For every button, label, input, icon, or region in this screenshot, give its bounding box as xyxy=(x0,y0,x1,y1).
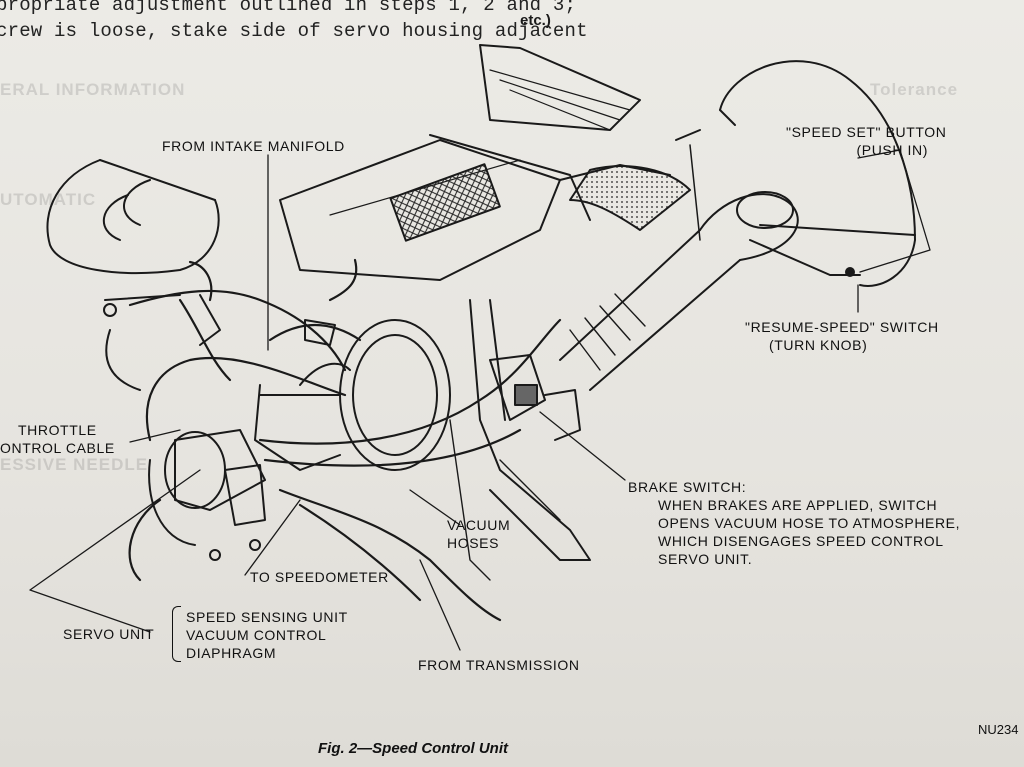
brake-switch xyxy=(489,354,581,441)
bleed-through-text: ERAL INFORMATION xyxy=(0,80,186,99)
steering-wheel xyxy=(719,60,916,287)
bleed-through-text: UTOMATIC xyxy=(0,190,97,209)
label-brake-line3: WHICH DISENGAGES SPEED CONTROL xyxy=(658,533,944,549)
label-servo-part-2: VACUUM CONTROL xyxy=(186,627,327,643)
header-right-fragment: etc.) xyxy=(520,12,551,29)
label-resume-line1: "RESUME-SPEED" SWITCH xyxy=(745,319,939,335)
header-line-2: crew is loose, stake side of servo housi… xyxy=(0,20,588,42)
servo-bracket xyxy=(172,606,181,662)
brake-booster xyxy=(254,319,451,471)
header-line-1: propriate adjustment outlined in steps 1… xyxy=(0,0,577,16)
label-brake-title: BRAKE SWITCH: xyxy=(628,479,747,495)
label-brake-line4: SERVO UNIT. xyxy=(658,551,753,567)
label-intake-manifold: FROM INTAKE MANIFOLD xyxy=(162,138,345,154)
label-resume-speed-switch: "RESUME-SPEED" SWITCH (TURN KNOB) xyxy=(745,318,939,354)
label-throttle-line1: THROTTLE xyxy=(18,422,97,438)
hoses-and-cables xyxy=(128,258,562,622)
label-brake-switch: BRAKE SWITCH: WHEN BRAKES ARE APPLIED, S… xyxy=(628,478,960,568)
label-resume-line2: (TURN KNOB) xyxy=(769,337,868,353)
servo-unit xyxy=(148,429,266,561)
label-vacuum-hoses: VACUUM HOSES xyxy=(447,516,510,552)
leader-lines xyxy=(29,149,931,651)
label-from-transmission: FROM TRANSMISSION xyxy=(418,657,580,673)
header-text: propriate adjustment outlined in steps 1… xyxy=(0,0,588,44)
label-brake-line1: WHEN BRAKES ARE APPLIED, SWITCH xyxy=(658,497,938,513)
bleed-through-text: Tolerance xyxy=(870,80,959,99)
label-throttle-line2: ONTROL CABLE xyxy=(0,440,115,456)
label-speed-set-line2: (PUSH IN) xyxy=(856,142,929,158)
label-vacuum-line2: HOSES xyxy=(447,535,500,551)
label-servo-parts: SPEED SENSING UNIT VACUUM CONTROL DIAPHR… xyxy=(186,608,348,662)
steering-column xyxy=(559,129,799,391)
bleed-through-text: ESSIVE NEEDLE xyxy=(0,455,149,474)
air-cleaner xyxy=(46,159,220,274)
figure-caption: Fig. 2—Speed Control Unit xyxy=(318,740,508,757)
figure-code: NU234 xyxy=(978,722,1019,737)
label-servo-unit: SERVO UNIT xyxy=(63,626,155,642)
label-throttle-control-cable: THROTTLE ONTROL CABLE xyxy=(0,421,115,457)
cowl-panel xyxy=(279,44,691,281)
label-speed-set-button: "SPEED SET" BUTTON (PUSH IN) xyxy=(786,123,947,159)
label-servo-part-3: DIAPHRAGM xyxy=(186,645,277,661)
carburetor-linkage xyxy=(103,294,336,391)
label-servo-part-1: SPEED SENSING UNIT xyxy=(186,609,348,625)
label-brake-line2: OPENS VACUUM HOSE TO ATMOSPHERE, xyxy=(658,515,961,531)
label-speed-set-line1: "SPEED SET" BUTTON xyxy=(786,124,947,140)
label-to-speedometer: TO SPEEDOMETER xyxy=(250,569,389,585)
label-vacuum-line1: VACUUM xyxy=(447,517,511,533)
